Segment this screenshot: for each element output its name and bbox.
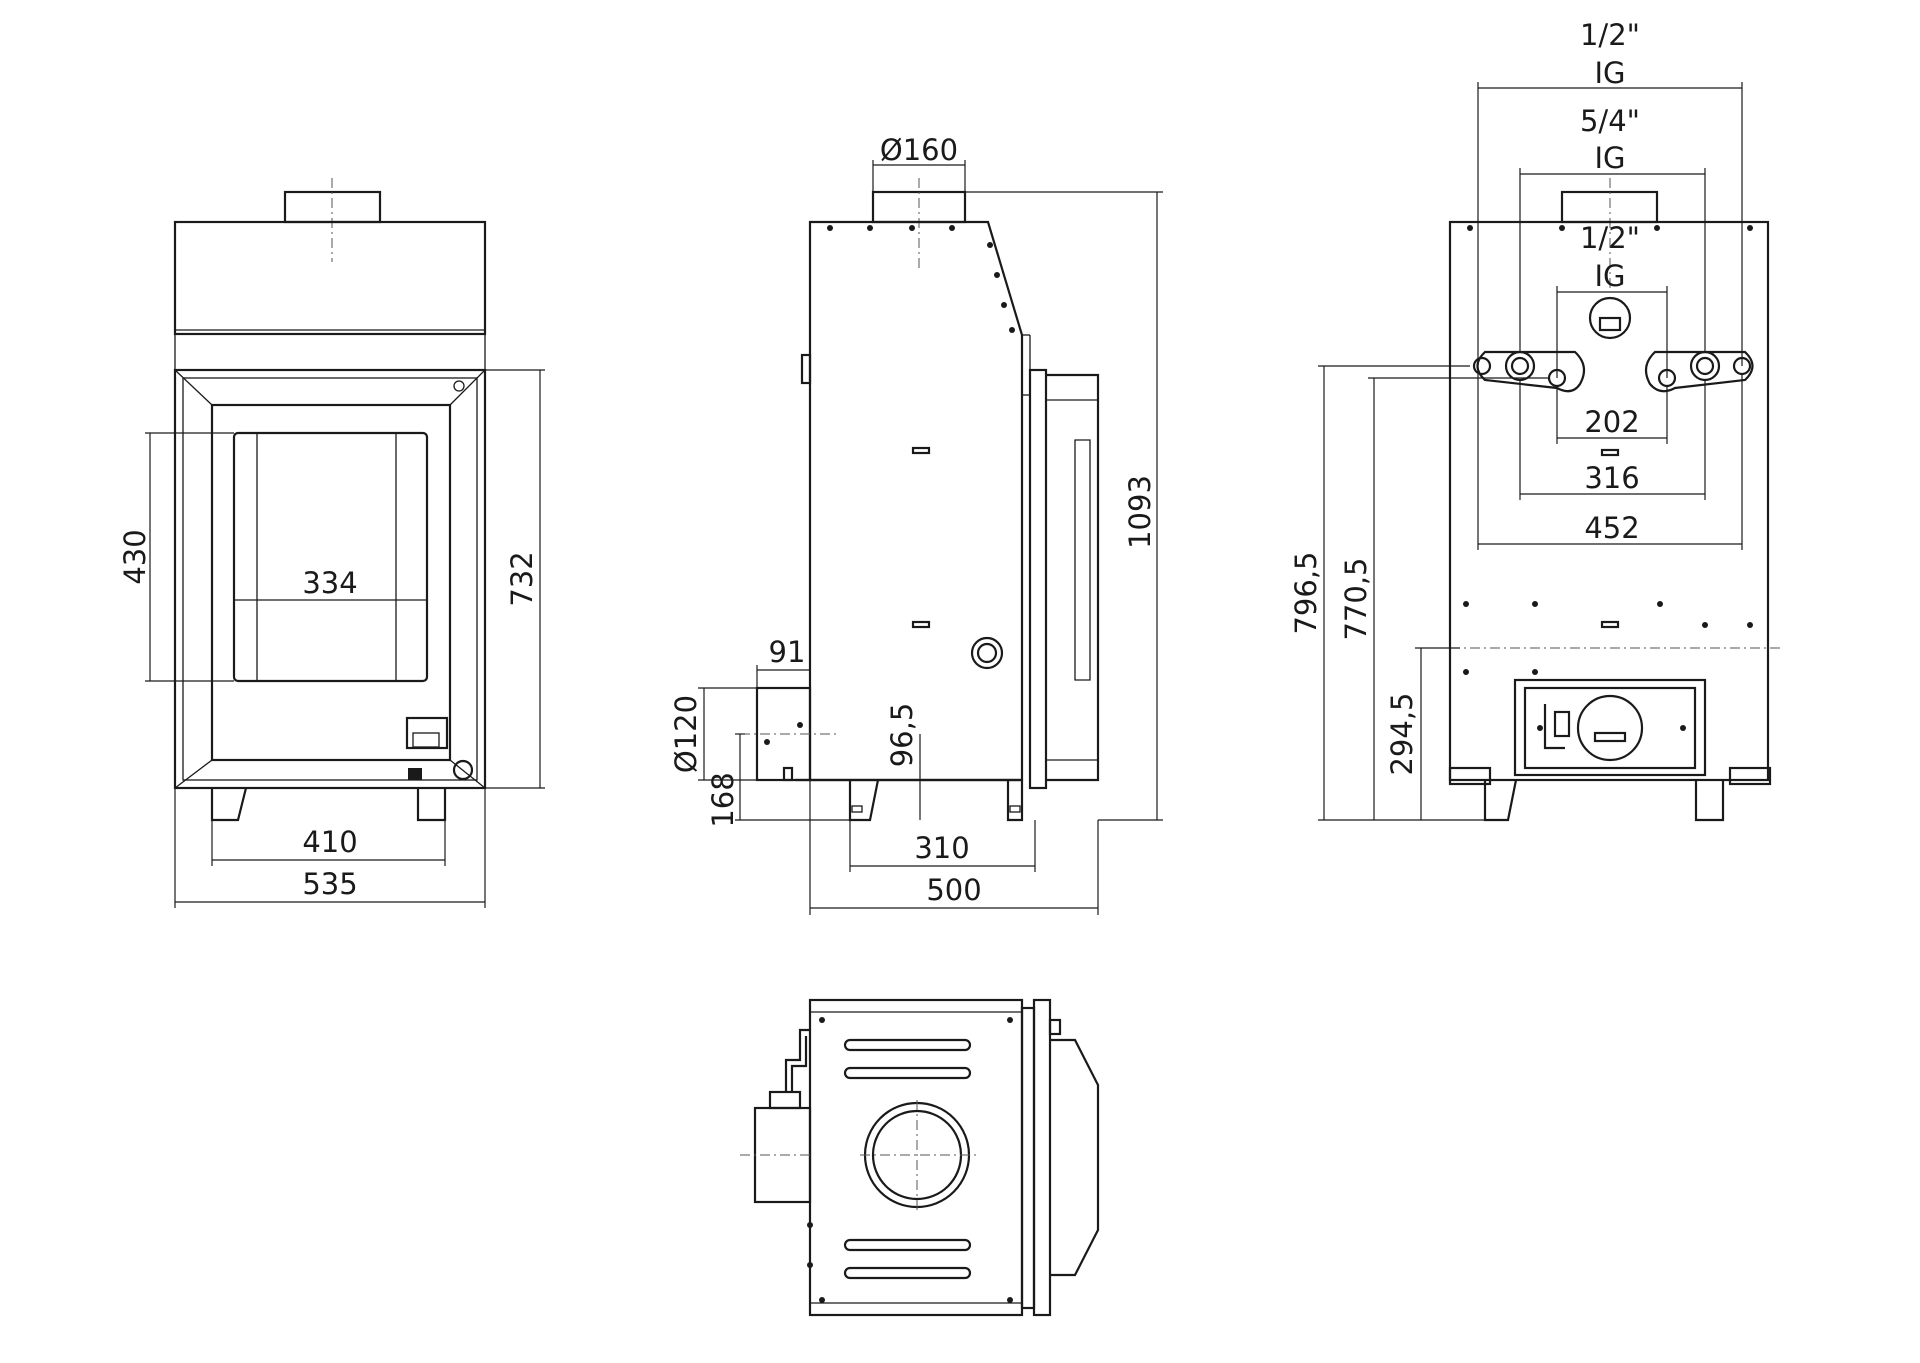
- dim-overall-height: 1093: [1123, 475, 1157, 549]
- dim-air-inlet-offset: 91: [769, 635, 806, 669]
- dim-middle-spacing: 316: [1584, 461, 1639, 495]
- dim-inner-connection-thread: IG: [1594, 259, 1625, 293]
- dim-middle-connection-thread: IG: [1594, 141, 1625, 175]
- dim-glass-height: 430: [118, 529, 152, 584]
- dim-outer-connection-thread: IG: [1594, 56, 1625, 90]
- rear-view: 1/2" IG 5/4" IG 1/2" IG 202 316 452 796,…: [1289, 18, 1780, 822]
- dim-air-inlet-center: 96,5: [885, 703, 919, 768]
- dim-overall-width: 535: [302, 867, 357, 901]
- dim-door-height: 732: [505, 551, 539, 606]
- dim-inner-connection-size: 1/2": [1580, 221, 1640, 255]
- dim-inner-spacing: 202: [1584, 405, 1639, 439]
- dim-flue-diameter: Ø160: [880, 133, 958, 167]
- dim-middle-connection-size: 5/4": [1580, 104, 1640, 138]
- dim-upper-connection-height: 796,5: [1289, 551, 1323, 634]
- dim-overall-depth: 500: [926, 873, 981, 907]
- dim-air-inlet-diameter: Ø120: [669, 695, 703, 773]
- dim-outer-connection-size: 1/2": [1580, 18, 1640, 52]
- front-view: 430 334 732 410 535: [118, 178, 545, 908]
- dim-glass-width: 334: [302, 566, 357, 600]
- dim-feet-span: 410: [302, 825, 357, 859]
- side-view: Ø160 1093 91 Ø120 168 96,5 310 500: [669, 133, 1163, 915]
- top-view: [740, 998, 1100, 1317]
- dim-outer-spacing: 452: [1584, 511, 1639, 545]
- dim-air-inlet-height: 168: [706, 772, 740, 827]
- dim-feet-depth: 310: [914, 831, 969, 865]
- dim-lower-connection-height: 770,5: [1339, 557, 1373, 640]
- dim-inlet-height: 294,5: [1385, 692, 1419, 775]
